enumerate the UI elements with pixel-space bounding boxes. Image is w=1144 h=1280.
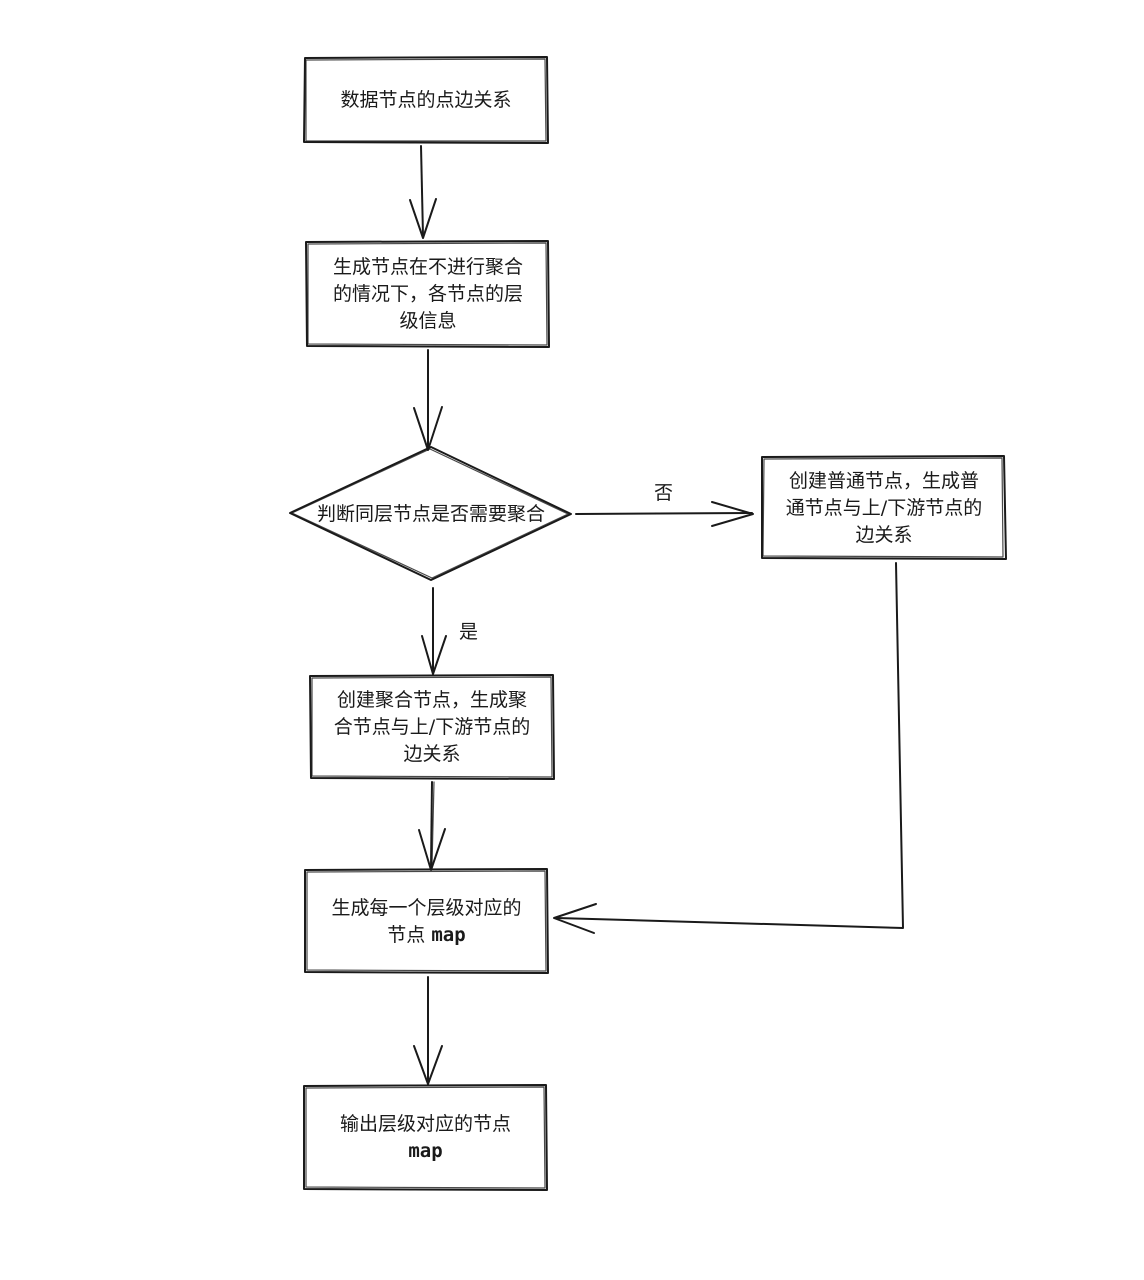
output-node: 输出层级对应的节点 map — [304, 1086, 547, 1190]
level-info-box-outline — [305, 240, 550, 348]
arrow-decision-to-normal — [575, 501, 754, 527]
level-map-line-1: 生成每一个层级对应的 — [331, 896, 522, 919]
decision-diamond-outline — [289, 446, 572, 581]
output-line-1: 输出层级对应的节点 — [339, 1113, 511, 1135]
aggregate-node-line-1: 创建聚合节点，生成聚 — [336, 689, 527, 711]
aggregate-node: 创建聚合节点，生成聚 合节点与上/下游节点的 边关系 — [311, 676, 553, 779]
decision-node-label: 判断同层节点是否需要聚合 — [316, 502, 545, 525]
level-map-line-2-text: 节点 — [387, 923, 432, 946]
level-info-node: 生成节点在不进行聚合 的情况下，各节点的层 级信息 — [307, 242, 549, 347]
level-info-line-2: 的情况下，各节点的层 — [332, 283, 523, 305]
level-map-node: 生成每一个层级对应的 节点 map — [305, 870, 548, 973]
edge-label-yes: 是 — [459, 621, 479, 643]
level-info-line-3: 级信息 — [399, 310, 457, 332]
level-map-line-2-code: map — [431, 923, 466, 946]
normal-node-line-2: 通节点与上/下游节点的 — [785, 496, 983, 519]
arrow-map-to-output — [413, 976, 443, 1085]
start-node-label: 数据节点的点边关系 — [340, 89, 512, 111]
normal-node: 创建普通节点，生成普 通节点与上/下游节点的 边关系 — [763, 457, 1005, 559]
aggregate-node-box-outline — [309, 674, 555, 780]
aggregate-node-line-2: 合节点与上/下游节点的 — [333, 716, 531, 738]
arrow-decision-to-aggregate — [421, 587, 447, 675]
arrow-start-to-level — [409, 145, 437, 239]
output-box-outline — [303, 1084, 548, 1191]
level-map-box-outline — [304, 868, 549, 974]
normal-node-box-outline — [761, 455, 1007, 560]
edge-label-no: 否 — [654, 482, 674, 504]
arrow-normal-to-map — [553, 562, 904, 934]
decision-node: 判断同层节点是否需要聚合 — [290, 490, 572, 538]
normal-node-line-3: 边关系 — [855, 523, 913, 546]
arrow-level-to-decision — [413, 349, 443, 451]
aggregate-node-line-3: 边关系 — [403, 743, 461, 765]
level-info-line-1: 生成节点在不进行聚合 — [332, 256, 523, 278]
normal-node-line-1: 创建普通节点，生成普 — [788, 469, 979, 492]
level-map-line-2: 节点 map — [331, 922, 521, 949]
output-line-2-code: map — [408, 1140, 443, 1162]
start-box-outline — [303, 56, 549, 144]
start-node: 数据节点的点边关系 — [305, 58, 547, 143]
arrow-aggregate-to-map — [418, 781, 446, 871]
